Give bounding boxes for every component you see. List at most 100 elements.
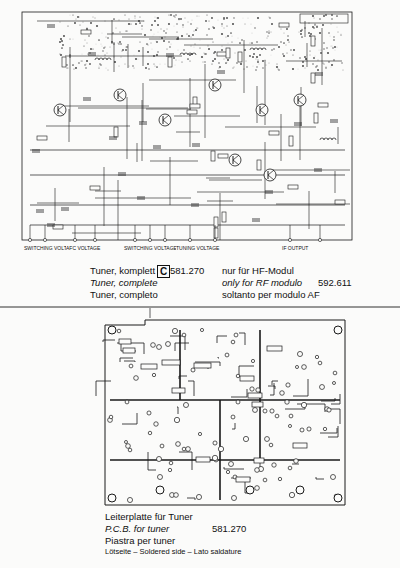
wire: [137, 143, 138, 162]
component-outline: [293, 443, 307, 448]
scan-speckle: [60, 54, 62, 56]
scan-speckle: [133, 54, 135, 56]
scan-speckle: [202, 61, 204, 63]
capacitor-symbol: [192, 146, 200, 147]
copper-trace: [224, 467, 244, 469]
scan-speckle: [197, 27, 199, 29]
scan-speckle: [97, 54, 99, 56]
scan-speckle: [98, 39, 100, 41]
scan-speckle: [157, 31, 158, 32]
resistor-symbol: [311, 36, 315, 46]
scan-speckle: [221, 45, 223, 47]
scan-speckle: [273, 48, 274, 49]
scan-speckle: [253, 53, 255, 55]
scan-speckle: [61, 47, 63, 49]
wire: [309, 191, 310, 229]
scan-speckle: [95, 43, 97, 45]
terminal: [28, 238, 31, 241]
terminal-lead: [150, 225, 151, 240]
terminal: [43, 238, 46, 241]
scan-speckle: [100, 43, 102, 45]
capacitor-symbol: [88, 55, 96, 56]
scan-speckle: [226, 17, 228, 19]
wire: [59, 106, 149, 107]
scan-speckle: [282, 53, 284, 55]
transistor-lead: [233, 160, 239, 165]
capacitor-symbol: [294, 123, 302, 124]
antenna-lead: [150, 308, 151, 318]
scan-speckle: [177, 37, 179, 39]
scan-speckle: [107, 37, 109, 39]
transistor-lead: [298, 100, 304, 105]
copper-trace: [124, 361, 135, 362]
copper-trace: [316, 477, 324, 479]
scan-speckle: [256, 56, 258, 58]
wire: [150, 161, 198, 162]
coil-symbol: [95, 58, 99, 60]
scan-speckle: [225, 62, 227, 64]
capacitor-symbol: [36, 210, 44, 211]
mounting-pad: [334, 326, 342, 334]
scan-speckle: [208, 28, 210, 30]
component-outline: [196, 457, 210, 462]
scan-speckle: [320, 52, 322, 54]
scan-speckle: [331, 45, 333, 47]
scan-speckle: [72, 14, 73, 15]
solder-pad: [294, 459, 299, 464]
scan-speckle: [283, 55, 285, 57]
scan-speckle: [214, 51, 216, 53]
terminal-lead: [135, 225, 136, 240]
scan-speckle: [81, 53, 82, 54]
coil-symbol: [258, 48, 262, 50]
scan-speckle: [328, 61, 330, 63]
scan-speckle: [227, 35, 229, 37]
transistor-lead: [118, 90, 124, 95]
scan-speckle: [112, 32, 113, 33]
schematic-frame: [22, 12, 352, 240]
scan-speckle: [186, 33, 188, 35]
scan-speckle: [312, 15, 314, 17]
scan-speckle: [63, 35, 65, 37]
wire: [272, 170, 350, 171]
mounting-pad: [156, 486, 164, 494]
solder-pad: [156, 456, 161, 461]
solder-pad: [285, 400, 289, 404]
copper-trace: [239, 366, 254, 377]
wire: [128, 44, 129, 68]
scan-speckle: [313, 17, 315, 19]
mounting-pad: [334, 494, 342, 502]
scan-speckle: [195, 29, 196, 30]
scan-speckle: [135, 23, 137, 25]
capacitor-symbol: [315, 73, 323, 74]
scan-speckle: [252, 56, 254, 58]
wire: [95, 198, 191, 199]
copper-trace: [285, 407, 305, 409]
scan-speckle: [61, 40, 63, 42]
scan-speckle: [205, 20, 207, 22]
capacitor-symbol: [83, 98, 91, 99]
wire: [225, 127, 316, 128]
scan-speckle: [125, 49, 127, 51]
wire: [281, 114, 282, 161]
scan-speckle: [318, 49, 319, 50]
transistor-symbol: [159, 114, 171, 126]
solder-pad: [263, 478, 267, 482]
terminal: [148, 238, 151, 241]
scan-speckle: [268, 30, 269, 31]
wire: [335, 171, 336, 193]
scan-speckle: [174, 16, 175, 17]
scan-speckle: [126, 46, 128, 48]
scan-speckle: [189, 54, 191, 56]
scan-speckle: [154, 65, 156, 67]
capacitor-symbol: [314, 171, 322, 172]
scan-speckle: [317, 59, 319, 61]
solder-pad: [243, 436, 248, 441]
capacitor-symbol: [252, 219, 260, 220]
wire: [146, 109, 191, 110]
wire: [305, 21, 306, 37]
scan-speckle: [138, 50, 140, 52]
terminal: [73, 238, 76, 241]
copper-trace: [321, 398, 335, 401]
capacitor-symbol: [315, 75, 323, 76]
scan-speckle: [242, 17, 243, 18]
